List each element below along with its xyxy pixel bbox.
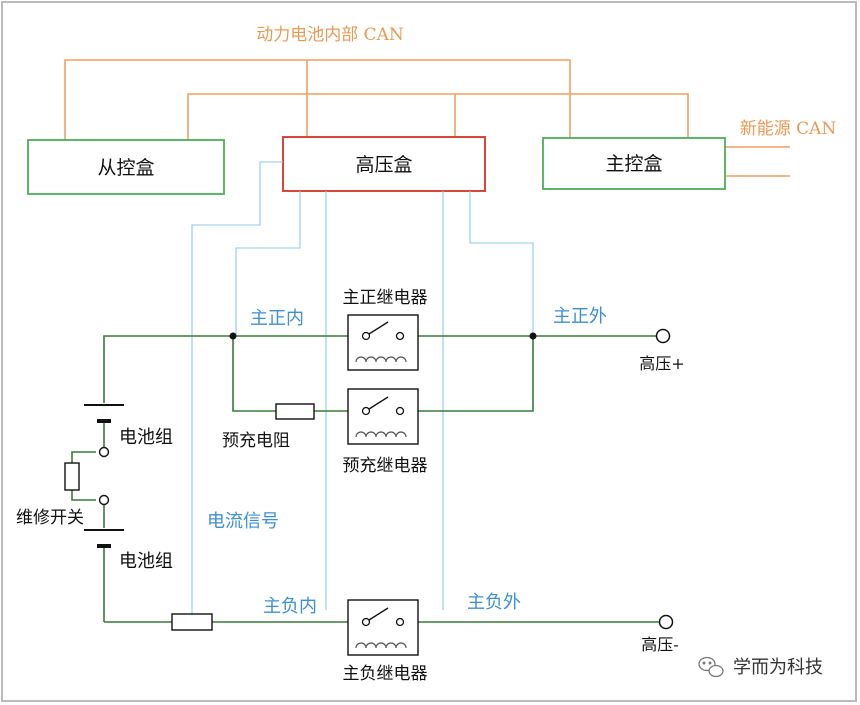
main-negative-relay: [347, 599, 419, 656]
battery-bottom-label: 电池组: [119, 551, 173, 572]
current-signal-label: 电流信号: [207, 511, 279, 532]
current-shunt-symbol: [171, 613, 213, 631]
master-box-label: 主控盒: [605, 153, 662, 175]
slave-box-label: 从控盒: [97, 157, 154, 179]
hv-plus-label: 高压+: [639, 354, 684, 373]
hv-minus-terminal: [658, 614, 674, 630]
precharge-relay-label: 预充继电器: [343, 456, 428, 476]
precharge-resistor-label: 预充电阻: [222, 431, 290, 451]
watermark-text: 学而为科技: [733, 657, 823, 678]
slave-box: 从控盒: [27, 139, 225, 195]
hv-box: 高压盒: [282, 136, 486, 192]
precharge-relay: [347, 388, 419, 445]
battery-top-label: 电池组: [119, 427, 173, 448]
hv-plus-terminal: [655, 328, 671, 344]
junction-dot: [229, 332, 237, 340]
master-box: 主控盒: [542, 137, 726, 190]
main-positive-relay: [347, 314, 419, 371]
external-can-bus: [725, 146, 790, 177]
main-negative-inner-label: 主负内: [263, 596, 317, 617]
main-negative-outer-label: 主负外: [467, 592, 521, 613]
main-positive-relay-label: 主正继电器: [343, 288, 428, 308]
junction-dot: [529, 332, 537, 340]
main-positive-inner-label: 主正内: [250, 308, 304, 329]
hv-box-label: 高压盒: [355, 154, 412, 176]
power-wiring: [71, 335, 660, 623]
internal-can-bus: [64, 59, 689, 140]
signal-lines: [191, 161, 534, 622]
internal-can-label: 动力电池内部 CAN: [256, 25, 404, 45]
main-negative-relay-label: 主负继电器: [343, 664, 428, 684]
service-switch-label: 维修开关: [16, 508, 84, 528]
battery-top-symbol: [84, 404, 124, 423]
external-can-label: 新能源 CAN: [740, 119, 837, 139]
precharge-resistor-symbol: [275, 403, 315, 420]
hv-minus-label: 高压-: [641, 635, 678, 654]
service-switch-symbol: [64, 446, 110, 506]
wechat-icon: [698, 656, 724, 678]
battery-bottom-symbol: [84, 529, 124, 548]
main-positive-outer-label: 主正外: [553, 306, 607, 327]
